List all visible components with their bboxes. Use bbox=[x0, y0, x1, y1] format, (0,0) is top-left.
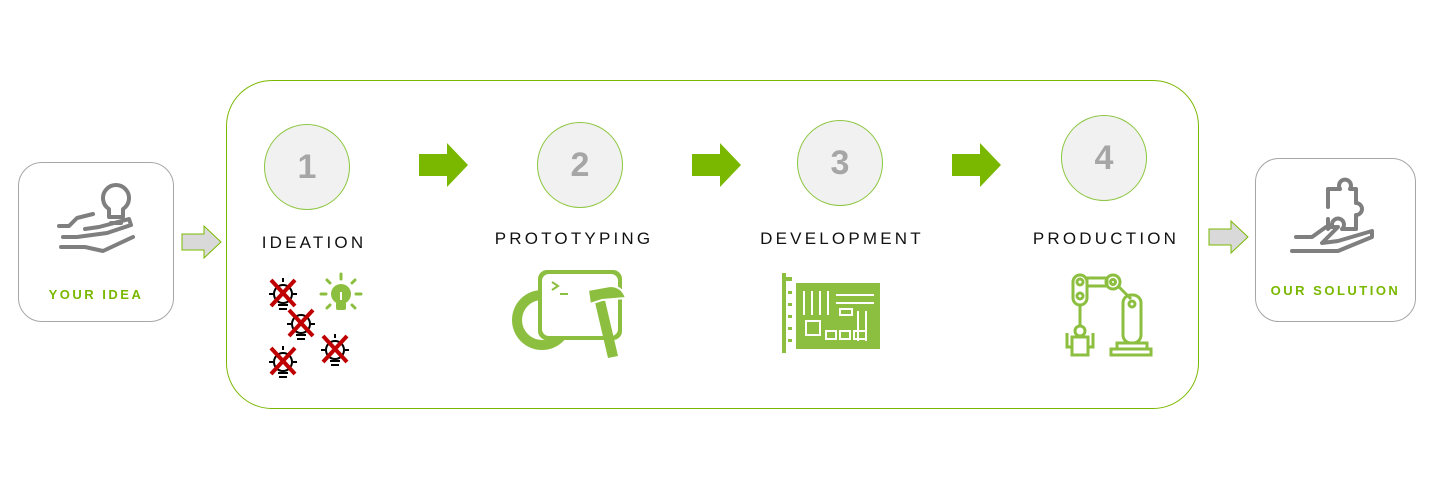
robot-arm-icon bbox=[1065, 273, 1153, 357]
lightbulbs-crossed-icon bbox=[269, 272, 363, 378]
arrow-right-icon bbox=[952, 143, 1001, 187]
step-2-label: PROTOTYPING bbox=[494, 229, 654, 248]
step-4-label: PRODUCTION bbox=[1032, 229, 1180, 248]
step-4-number: 4 bbox=[1061, 115, 1147, 201]
step-3-label: DEVELOPMENT bbox=[760, 229, 924, 248]
arrow-right-icon bbox=[1208, 219, 1249, 255]
our-solution-box: OUR SOLUTION bbox=[1255, 158, 1416, 322]
step-2-number: 2 bbox=[537, 122, 623, 208]
hand-lightbulb-icon bbox=[57, 183, 135, 253]
our-solution-label: OUR SOLUTION bbox=[1270, 283, 1401, 298]
step-3-number: 3 bbox=[797, 120, 883, 206]
arrow-right-icon bbox=[419, 143, 468, 187]
arrow-right-icon bbox=[181, 224, 222, 260]
step-1-label: IDEATION bbox=[261, 233, 367, 252]
hand-puzzle-icon bbox=[1290, 177, 1374, 253]
process-container bbox=[226, 80, 1199, 409]
step-1-number: 1 bbox=[264, 124, 350, 210]
your-idea-box: YOUR IDEA bbox=[18, 162, 174, 322]
arrow-right-icon bbox=[692, 143, 741, 187]
gear-hammer-window-icon bbox=[512, 270, 628, 358]
your-idea-label: YOUR IDEA bbox=[48, 287, 144, 302]
circuit-board-icon bbox=[782, 273, 880, 353]
